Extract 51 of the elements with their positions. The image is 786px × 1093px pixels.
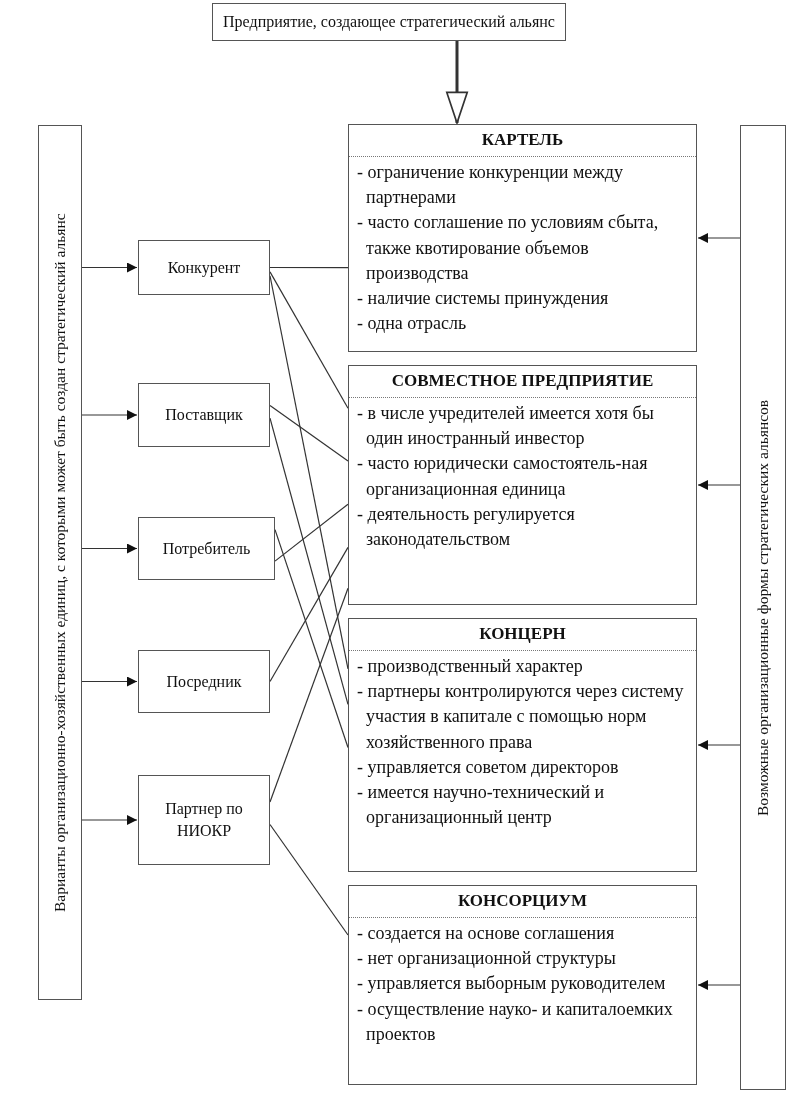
arrow	[697, 980, 741, 990]
connector-line	[269, 404, 349, 462]
list-item: - в числе учредителей имеется хотя бы один иностранный инвестор	[357, 402, 655, 451]
connector-line	[269, 587, 349, 803]
alliance-form-box	[348, 124, 697, 352]
connector-line	[274, 529, 349, 749]
connector-line	[269, 417, 349, 705]
list-item: - производственный характер	[357, 655, 584, 679]
list-item: - часто юридически самостоятель-ная организационная единица	[357, 452, 649, 501]
alliance-form-box	[348, 885, 697, 1085]
box-heading: СОВМЕСТНОЕ ПРЕДПРИЯТИЕ	[349, 366, 696, 399]
partner-box: Посредник	[138, 650, 270, 713]
list-item: - управляется выборным руководителем	[357, 972, 667, 996]
partner-box: Потребитель	[138, 517, 275, 580]
list-item: - ограничение конкуренции между партнерами	[357, 161, 624, 210]
box-heading: КАРТЕЛЬ	[349, 125, 696, 158]
list-item: - деятельность регулируется законодательством	[357, 502, 576, 552]
alliance-form-box	[348, 618, 697, 872]
list-item: - осуществление науко- и капиталоемких проектов	[357, 997, 674, 1046]
arrow	[81, 410, 138, 420]
vertical-text-box: Возможные организационные формы стратегических альянсов	[740, 125, 786, 1090]
arrow	[697, 233, 741, 243]
connector-line	[269, 823, 349, 936]
partner-box: Поставщик	[138, 383, 270, 447]
list-item: - нет организационной структуры	[357, 947, 617, 971]
box-heading: КОНЦЕРН	[349, 619, 696, 652]
arrow	[81, 815, 138, 825]
alliance-form-box	[348, 365, 697, 605]
list-item: - создается на основе соглашения	[357, 922, 616, 946]
arrow	[445, 41, 469, 124]
connector-line	[269, 271, 349, 409]
arrow	[81, 543, 138, 554]
connector-line	[269, 275, 349, 670]
list-item: - часто соглашение по условиям сбыта, также квотирование объемов производства	[357, 211, 660, 285]
enterprise-box: Предприятие, создающее стратегический альянс	[212, 3, 566, 41]
box-heading: КОНСОРЦИУМ	[349, 886, 696, 919]
arrow	[697, 740, 741, 750]
list-item: - партнеры контролируются через систему участия в капитале с помощью норм хозяйственного права	[357, 680, 685, 754]
partner-box: Партнер по НИОКР	[138, 775, 270, 865]
list-item: - одна отрасль	[357, 312, 468, 336]
partner-box: Конкурент	[138, 240, 270, 295]
arrow	[81, 676, 138, 687]
connector-line	[269, 546, 349, 683]
arrow	[81, 262, 138, 273]
connector-line	[269, 266, 349, 269]
vertical-text-box: Варианты организационно-хозяйственных единиц, с которыми может быть создан стратегический альянс	[38, 125, 82, 1000]
arrow	[697, 480, 741, 490]
connector-line	[274, 503, 349, 562]
list-item: - наличие системы принуждения	[357, 287, 610, 311]
list-item: - управляется советом директоров	[357, 755, 620, 779]
list-item: - имеется научно-технический и организационный центр	[357, 781, 606, 830]
